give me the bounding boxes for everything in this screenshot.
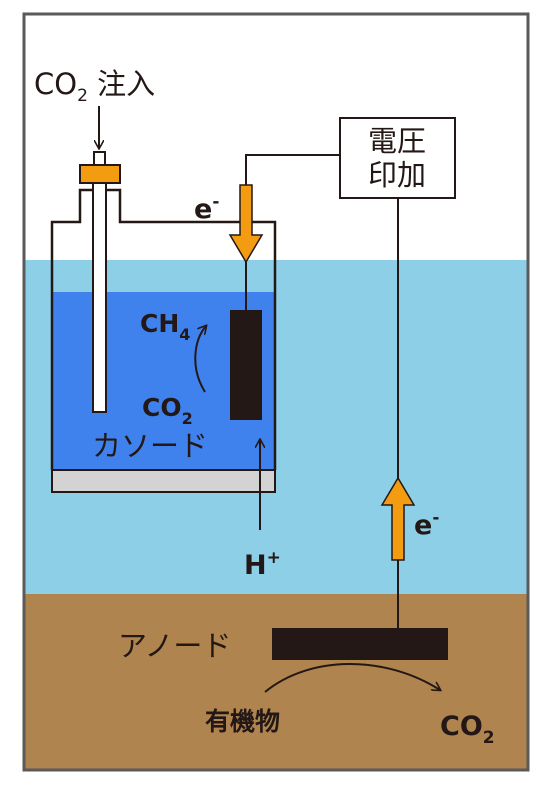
- electron-top-label: e-: [194, 192, 219, 225]
- anode-electrode: [272, 628, 448, 660]
- cathode-label: カソード: [92, 429, 208, 463]
- anode-label: アノード: [118, 629, 231, 663]
- organic-to-co2-arrow: [264, 663, 440, 693]
- co2-cathode-label: CO2: [142, 393, 193, 428]
- proton-label: H+: [244, 548, 281, 581]
- electron-right-label: e-: [414, 508, 439, 541]
- voltage-label-line2: 印加: [368, 158, 426, 192]
- ch4-label: CH4: [140, 309, 190, 344]
- voltage-box: [339, 117, 456, 199]
- injection-nozzle: [93, 151, 106, 167]
- cell-bottom-plate: [51, 469, 276, 493]
- sediment-region: [24, 594, 528, 770]
- injection-tube: [92, 181, 107, 413]
- organic-matter-label: 有機物: [205, 707, 280, 736]
- co2-to-ch4-arrow: [194, 326, 206, 393]
- co2-anode-label: CO2: [440, 711, 495, 748]
- co2-injection-label: CO2 注入: [34, 67, 155, 106]
- electron-arrow-up: [380, 476, 416, 561]
- outer-frame: [22, 12, 530, 772]
- injection-cap: [79, 164, 121, 184]
- cathode-electrode: [230, 310, 262, 420]
- voltage-label-line1: 電圧: [368, 124, 426, 158]
- electron-arrow-down: [228, 184, 264, 264]
